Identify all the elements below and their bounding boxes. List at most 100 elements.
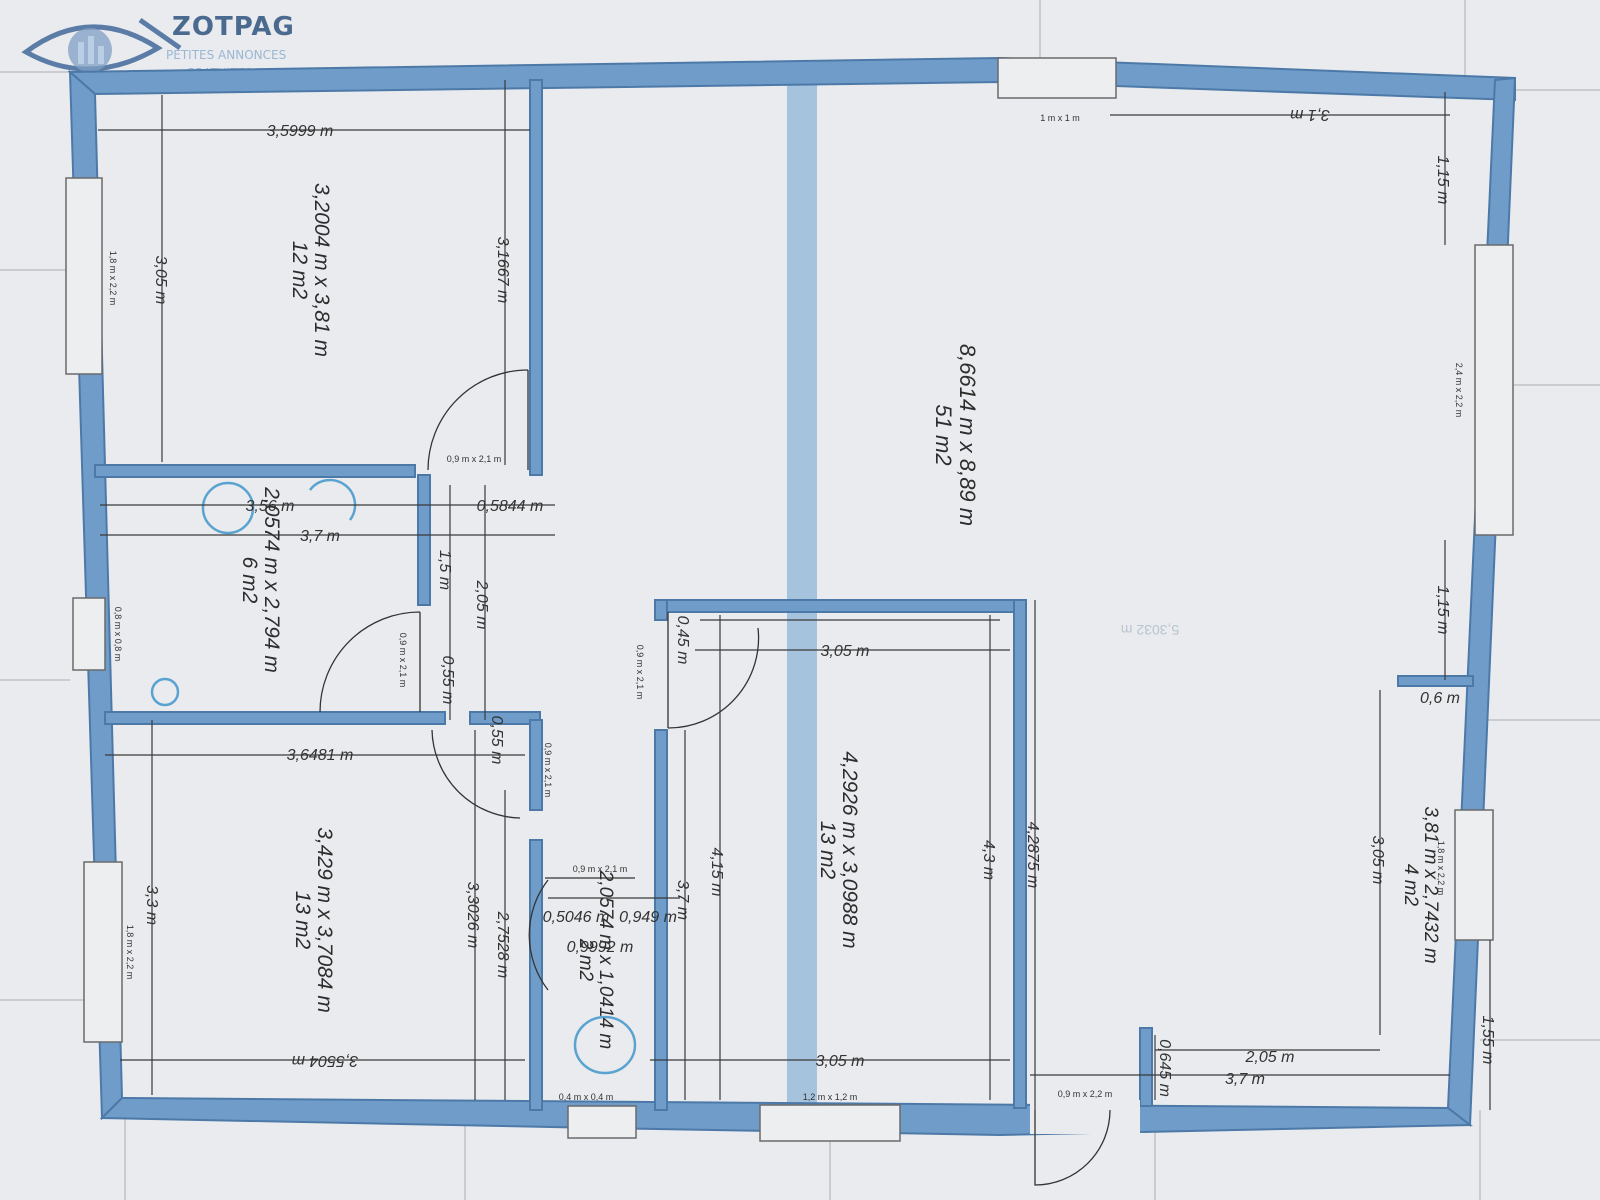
dim-label: 3,5504 m (292, 1052, 359, 1069)
wall-bed3-left (654, 599, 668, 621)
dim-label: 4,15 m (708, 848, 725, 897)
dim-label: 4,2875 m (1024, 822, 1041, 889)
dim-label: 0,45 m (674, 616, 691, 665)
living-area: 51 m2 (931, 404, 956, 465)
opening-label: 0,9 m x 2,1 m (543, 743, 553, 798)
dim-label: 0,949 m (619, 909, 677, 926)
opening-labels: 1 m x 1 m 1,8 m x 2,2 m 0,8 m x 0,8 m 1,… (108, 113, 1464, 1102)
zotpag-logo (20, 8, 320, 88)
wall-bed3-top (659, 599, 1027, 613)
bedroom1-size: 3,2004 m x 3,81 m (310, 183, 333, 357)
bedroom2-size: 3,429 m x 3,7084 m (313, 827, 336, 1013)
living-size: 8,6614 m x 8,89 m (955, 344, 980, 526)
logo-tagline: PETITES ANNONCES (166, 48, 287, 62)
wall-wc-left-b (529, 839, 543, 1111)
dim-label: 0,55 m (488, 716, 505, 765)
openings (65, 57, 1514, 1142)
dim-label: 2,7528 m (494, 911, 511, 979)
window-left-1 (65, 177, 103, 375)
window-right-2 (1454, 809, 1494, 941)
wall-bed3-left-b (654, 729, 668, 1111)
dim-label: 2,05 m (1245, 1049, 1295, 1066)
dim-label: 1,55 m (1479, 1016, 1496, 1065)
opening-label: 0,8 m x 0,8 m (113, 607, 123, 662)
dim-label: 0,9992 m (567, 939, 634, 956)
dim-label: 0,6 m (1420, 690, 1460, 707)
window-top (997, 57, 1117, 99)
dim-label: 3,1667 m (494, 237, 511, 304)
storage-area: 4 m2 (1400, 864, 1421, 907)
dim-label: 3,5999 m (267, 123, 334, 140)
bedroom3-size: 4,2926 m x 3,0988 m (838, 751, 861, 948)
opening-label: 1,8 m x 2,2 m (108, 251, 118, 306)
bathroom-area: 6 m2 (238, 557, 261, 604)
window-bottom-1 (759, 1104, 901, 1142)
wc-size: 2,0574 m x 1,0414 m (595, 870, 616, 1050)
room-labels: 3,2004 m x 3,81 m 12 m2 2,0574 m x 2,794… (238, 183, 1441, 1049)
window-right-1 (1474, 244, 1514, 536)
dim-label: 3,05 m (152, 256, 169, 305)
dim-label: 0,5046 m (543, 909, 610, 926)
dim-label: 3,7 m (1225, 1071, 1265, 1088)
wall-store-bottom (1139, 1027, 1153, 1107)
dim-label: 3,05 m (821, 643, 870, 660)
dimension-labels: 3,5999 m 3,05 m 3,1667 m 3,56 m 3,7 m 0,… (143, 106, 1496, 1097)
door-front-gap (1030, 1100, 1140, 1134)
wall-store-top (1397, 675, 1474, 687)
dim-label: 1,5 m (436, 550, 453, 590)
window-left-3 (83, 861, 123, 1043)
bedroom3-area: 13 m2 (816, 821, 839, 880)
dim-label: 3,7 m (674, 880, 691, 920)
opening-label: 0,9 m x 2,2 m (1058, 1089, 1113, 1099)
dim-label: 3,3026 m (464, 882, 481, 949)
dim-label: 3,05 m (816, 1053, 865, 1070)
dim-label: 4,3 m (980, 840, 997, 880)
sink-icon (201, 481, 255, 535)
opening-label: 0,9 m x 2,1 m (635, 645, 645, 700)
bedroom1-area: 12 m2 (288, 241, 311, 300)
dim-label: 3,05 m (1369, 836, 1386, 885)
wall-bed3-right (1013, 599, 1027, 1109)
opening-label: 1,2 m x 1,2 m (803, 1092, 858, 1102)
opening-label: 1,8 m x 2,2 m (1436, 841, 1446, 896)
dim-label: 1,15 m (1434, 156, 1451, 205)
dim-label: 3,1 m (1290, 106, 1330, 123)
dim-label: 1,15 m (1434, 586, 1451, 635)
wall-bath-right (417, 474, 431, 606)
dimension-lines (98, 80, 1491, 1110)
dim-label: 3,7 m (300, 528, 340, 545)
dim-label: 3,6481 m (287, 747, 354, 764)
sink-2-icon (309, 478, 357, 521)
opening-label: 2,4 m x 2,2 m (1454, 363, 1464, 418)
faint-dimension: 5,3032 m (1121, 622, 1179, 638)
dim-label: 0,55 m (439, 656, 456, 705)
wall-bed2-top (104, 711, 446, 725)
logo-title: ZOTPAG (172, 12, 295, 42)
opening-label: 1,8 m x 2,2 m (125, 925, 135, 980)
eye-logo-icon (21, 17, 182, 72)
opening-label: 0,9 m x 2,1 m (398, 633, 408, 688)
bathroom-size: 2,0574 m x 2,794 m (260, 486, 283, 673)
opening-label: 0,4 m x 0,4 m (559, 1092, 614, 1102)
dim-label: 2,05 m (473, 580, 490, 630)
wall-bed1-right (529, 79, 543, 476)
wall-wc-left (529, 719, 543, 811)
window-left-2 (72, 597, 106, 671)
dim-label: 3,56 m (246, 498, 295, 515)
storage-size: 3,81 m x 2,7432 m (1420, 806, 1441, 963)
bedroom2-area: 13 m2 (291, 891, 314, 950)
wc-area: 2 m2 (575, 938, 596, 982)
dim-label: 0,645 m (1156, 1039, 1173, 1097)
window-bottom-2 (567, 1105, 637, 1139)
opening-label: 1 m x 1 m (1040, 113, 1080, 123)
wall-bed1-bottom (94, 464, 416, 478)
sanitary-fixtures (150, 478, 637, 1075)
wall-bed2-top-b (469, 711, 541, 725)
opening-label: 0,9 m x 2,1 m (447, 454, 502, 464)
toilet-icon (573, 1015, 637, 1075)
door-swings (319, 369, 1111, 1186)
dim-label: 0,5844 m (477, 498, 544, 515)
